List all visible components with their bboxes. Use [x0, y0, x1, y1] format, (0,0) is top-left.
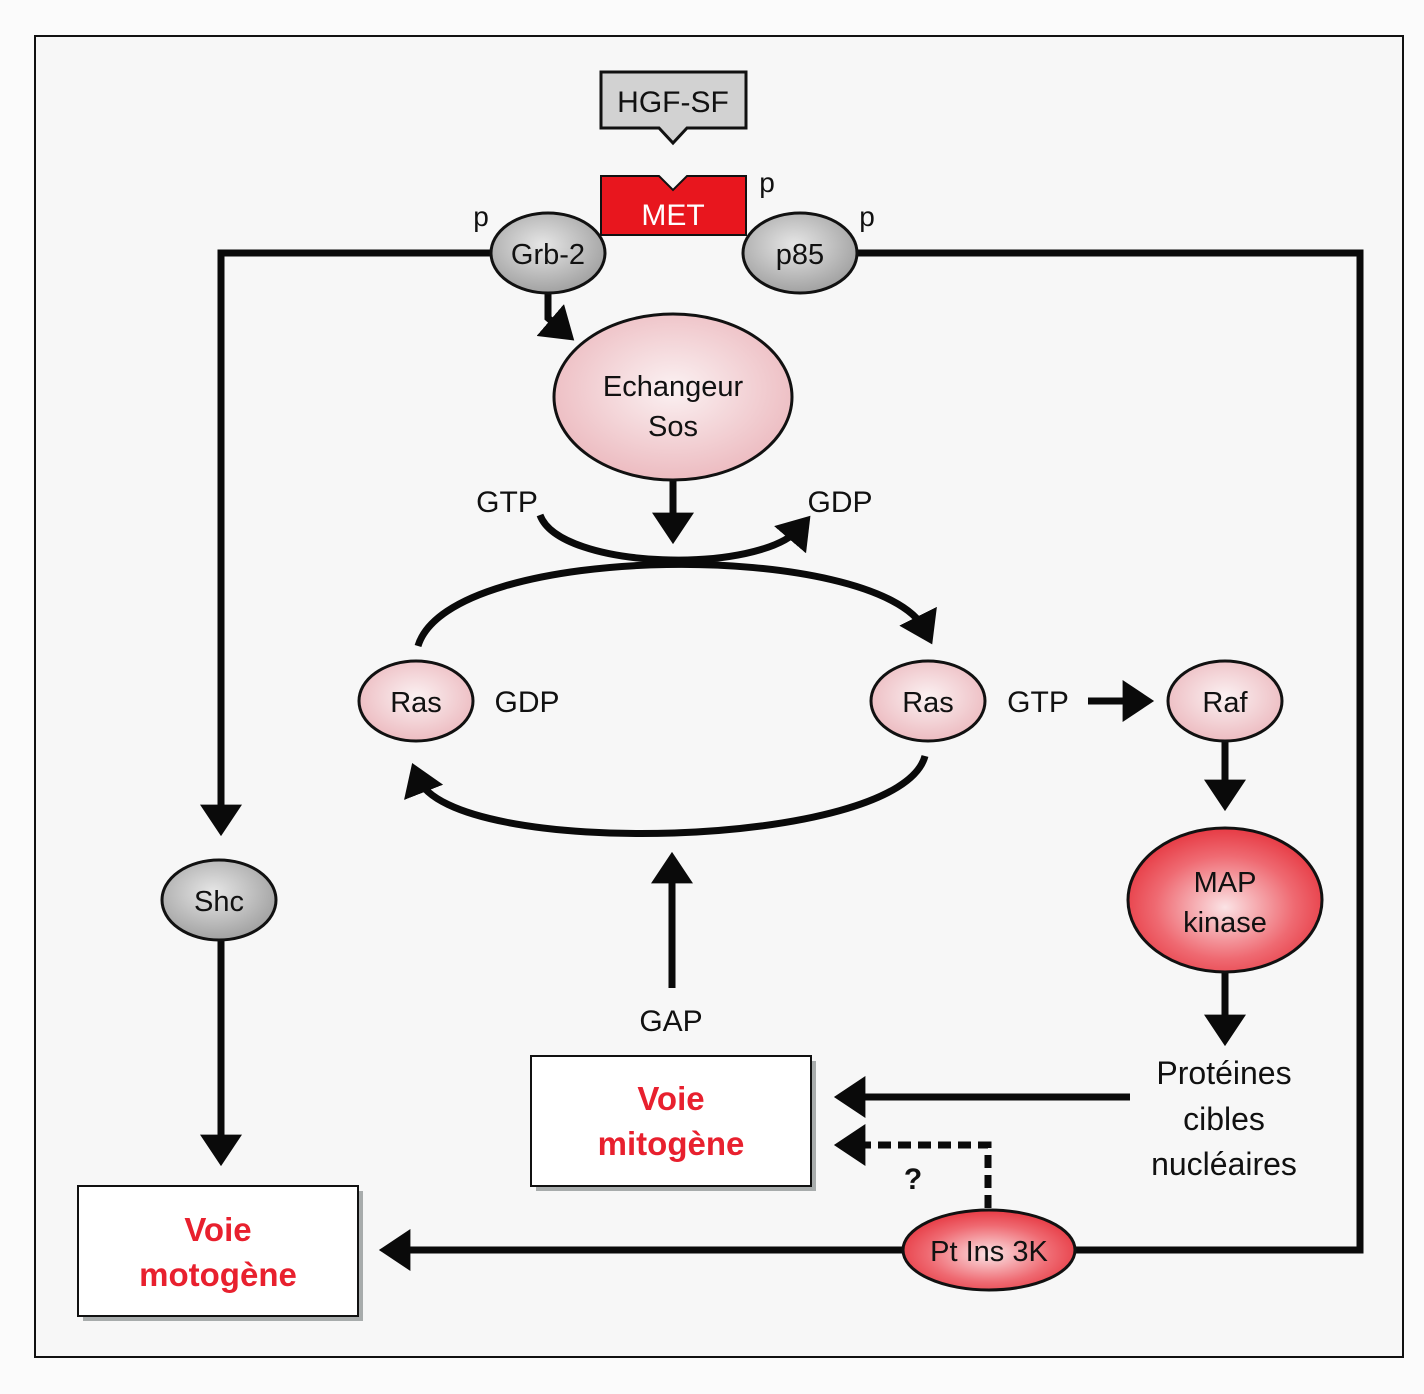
nuclear-targets-label: Protéines cibles nucléaires — [1151, 1055, 1297, 1182]
sos-label-line1: Echangeur — [603, 371, 744, 403]
phospho-mark-p85: p — [859, 201, 875, 232]
connectors — [200, 249, 1364, 1271]
ras-activation-arc — [414, 560, 937, 648]
sos-label-line2: Sos — [648, 411, 698, 443]
ligand-shape — [599, 70, 748, 146]
node-map-kinase[interactable]: MAP kinase — [1126, 826, 1324, 974]
grb2-ellipse — [489, 211, 607, 295]
shc-label: Shc — [194, 886, 244, 918]
grb2-to-sos-arrow — [536, 293, 575, 341]
raf-label: Raf — [1202, 687, 1248, 719]
phospho-mark-grb2: p — [473, 201, 489, 232]
node-p85[interactable]: p85 — [741, 211, 859, 295]
ras-gdp-state-label: GDP — [494, 686, 559, 719]
pi3k-label: Pt Ins 3K — [930, 1236, 1048, 1268]
pi3k-ellipse — [901, 1208, 1077, 1292]
grb2-to-shc-line — [200, 249, 492, 837]
receptor-shape — [600, 175, 747, 236]
ras-gdp-label: Ras — [390, 687, 442, 719]
mitogenic-label-line2: mitogène — [598, 1125, 745, 1162]
node-sos-exchanger[interactable]: Echangeur Sos — [552, 312, 794, 482]
p85-ellipse — [741, 211, 859, 295]
uncertain-link-mark: ? — [904, 1163, 922, 1196]
p85-to-pi3k-line — [856, 249, 1364, 1254]
node-ras-gtp[interactable]: Ras — [869, 659, 987, 743]
node-ras-gdp[interactable]: Ras — [357, 659, 475, 743]
gtp-gdp-exchange-curve — [536, 513, 811, 564]
output-mitogenic-pathway[interactable]: Voie mitogène — [530, 1055, 816, 1191]
mapk-label-line2: kinase — [1183, 907, 1267, 939]
sos-ellipse — [552, 312, 794, 482]
node-pi3k[interactable]: Pt Ins 3K — [901, 1208, 1077, 1292]
motogenic-label-line2: motogène — [139, 1256, 297, 1293]
ras-gdp-ellipse — [357, 659, 475, 743]
targets-line3: nucléaires — [1151, 1146, 1297, 1182]
mapk-ellipse — [1126, 826, 1324, 974]
exchange-gtp-label: GTP — [476, 486, 538, 519]
targets-line2: cibles — [1183, 1101, 1265, 1137]
ligand-hgf-sf[interactable]: HGF-SF — [599, 70, 748, 146]
receptor-met[interactable]: MET — [600, 175, 747, 236]
mapk-label-line1: MAP — [1194, 867, 1257, 899]
receptor-label: MET — [641, 199, 704, 232]
ras-gtp-label: Ras — [902, 687, 954, 719]
node-raf[interactable]: Raf — [1166, 659, 1284, 743]
ras-inactivation-arc — [404, 754, 929, 838]
mitogenic-box — [530, 1055, 812, 1187]
p85-label: p85 — [776, 239, 824, 271]
raf-ellipse — [1166, 659, 1284, 743]
shc-ellipse — [160, 858, 278, 942]
motogenic-label-line1: Voie — [184, 1211, 251, 1248]
output-motogenic-pathway[interactable]: Voie motogène — [77, 1185, 363, 1321]
phospho-mark-met: p — [759, 167, 775, 198]
mitogenic-label-line1: Voie — [637, 1080, 704, 1117]
pi3k-to-mitogenic-dashed-arrow — [833, 1124, 992, 1208]
node-shc[interactable]: Shc — [160, 858, 278, 942]
ligand-label: HGF-SF — [617, 86, 729, 119]
grb2-label: Grb-2 — [511, 239, 585, 271]
ras-gtp-state-label: GTP — [1007, 686, 1069, 719]
node-grb2[interactable]: Grb-2 — [489, 211, 607, 295]
motogenic-box — [77, 1185, 359, 1317]
ras-gtp-ellipse — [869, 659, 987, 743]
gap-label: GAP — [639, 1005, 702, 1038]
targets-line1: Protéines — [1156, 1055, 1291, 1091]
exchange-gdp-label: GDP — [807, 486, 872, 519]
